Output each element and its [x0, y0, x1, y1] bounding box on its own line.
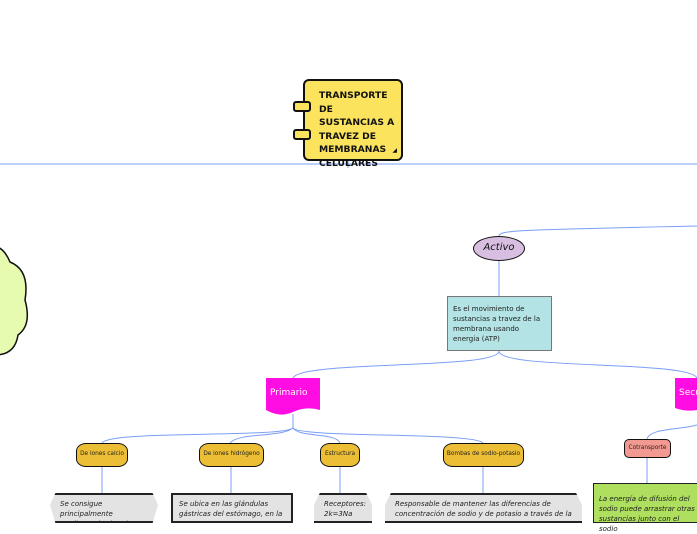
- node-iones-calcio[interactable]: De iones calcio: [76, 443, 128, 467]
- activo-node[interactable]: Activo: [473, 236, 525, 261]
- primario-label[interactable]: Primario: [270, 388, 308, 398]
- connector-lines: [0, 161, 697, 493]
- activo-definition[interactable]: Es el movimiento de sustancias a travez …: [447, 296, 552, 351]
- detail-iones-hidrogeno[interactable]: Se ubica en las glándulas gástricas del …: [171, 493, 293, 523]
- detail-iones-calcio[interactable]: Se consigue principalmente mediante dos …: [50, 493, 158, 523]
- detail-bombas-sodio-potasio[interactable]: Responsable de mantener las diferencias …: [385, 493, 582, 523]
- tab-icon: [293, 129, 311, 140]
- root-topic[interactable]: TRANSPORTE DE SUSTANCIAS A TRAVEZ DE MEM…: [293, 79, 403, 169]
- detail-cotransporte[interactable]: La energía de difusión del sodio puede a…: [593, 483, 697, 533]
- cloud-node: [0, 247, 29, 356]
- node-cotransporte[interactable]: Cotransporte: [624, 439, 671, 458]
- root-title: TRANSPORTE DE SUSTANCIAS A TRAVEZ DE MEM…: [319, 90, 395, 169]
- secundario-shape: [675, 378, 697, 411]
- node-iones-hidrogeno[interactable]: De iones hidrógeno: [199, 443, 264, 467]
- tab-icon: [293, 101, 311, 112]
- secundario-label[interactable]: Secu: [679, 388, 697, 398]
- detail-estructura[interactable]: Receptores: 2k=3Na: [314, 493, 372, 523]
- node-bombas-sodio-potasio[interactable]: Bombas de sodio-potasio: [443, 443, 524, 467]
- primario-shape: [266, 378, 320, 415]
- resize-handle-icon[interactable]: ◢: [392, 146, 397, 154]
- node-estructura[interactable]: Estructura: [320, 443, 360, 467]
